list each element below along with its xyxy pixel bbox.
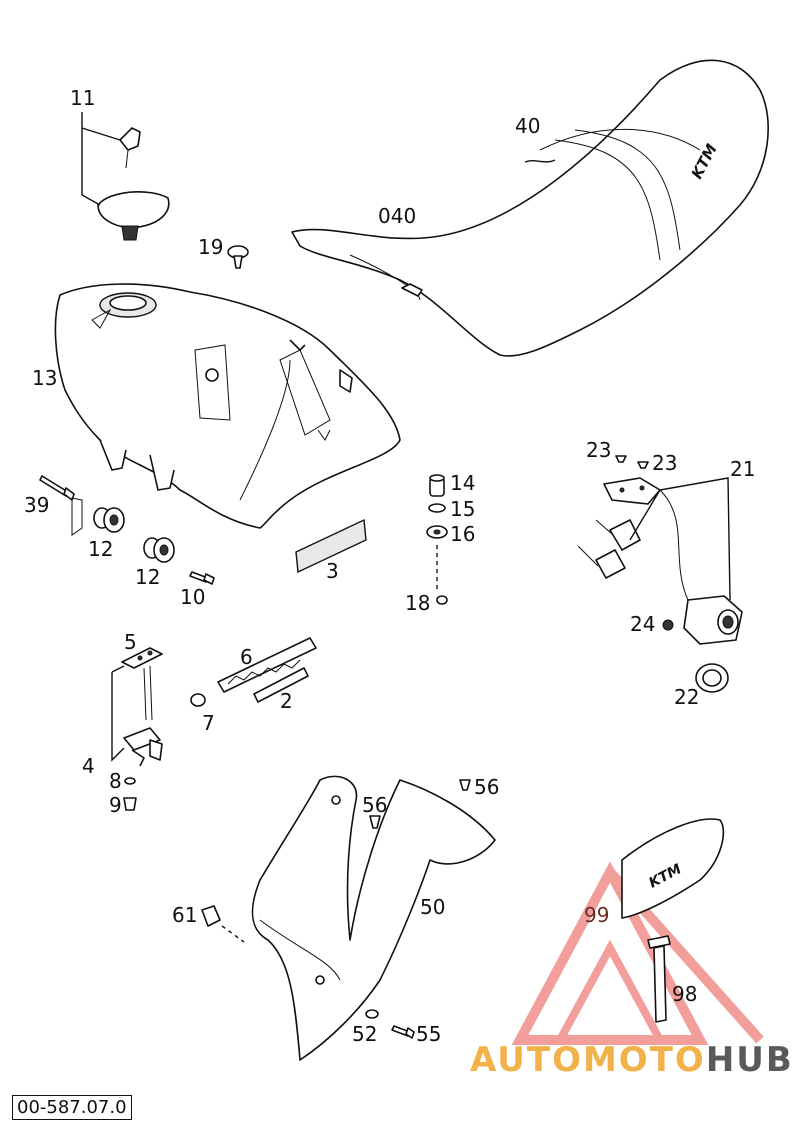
label-39: 39 (24, 493, 49, 517)
label-9: 9 (109, 793, 122, 817)
label-24: 24 (630, 612, 655, 636)
label-5: 5 (124, 630, 137, 654)
label-40: 40 (515, 114, 540, 138)
label-21: 21 (730, 457, 755, 481)
hose-clamp-part-7 (190, 693, 206, 707)
label-6: 6 (240, 645, 253, 669)
fuel-hose-part-6 (217, 637, 317, 693)
bolt-part-39 (39, 475, 83, 536)
label-4: 4 (82, 754, 95, 778)
label-13: 13 (32, 366, 57, 390)
label-22: 22 (674, 685, 699, 709)
label-52: 52 (352, 1022, 377, 1046)
side-cover-part-50 (251, 775, 496, 1061)
screw-part-8 (124, 777, 136, 785)
screw-part-23b (637, 461, 649, 469)
label-10: 10 (180, 585, 205, 609)
label-12b: 12 (135, 565, 160, 589)
label-11: 11 (70, 86, 95, 110)
lock-housing-part-21 (577, 477, 743, 645)
label-7: 7 (202, 711, 215, 735)
fuel-tap-part-5 (121, 647, 163, 721)
washer-part-15 (428, 503, 446, 513)
label-56b: 56 (474, 775, 499, 799)
screw-part-56b (459, 779, 471, 791)
fuel-tank-part-13 (54, 283, 401, 529)
nut-part-24 (662, 619, 674, 631)
watermark-part2: HUB (705, 1040, 794, 1080)
watermark-text: AUTOMOTOHUB (470, 1040, 794, 1080)
fuel-cap-part-11 (97, 127, 170, 241)
label-61: 61 (172, 903, 197, 927)
label-16: 16 (450, 522, 475, 546)
label-15: 15 (450, 497, 475, 521)
nut-part-18 (436, 595, 448, 605)
document-code: 00-587.07.0 (12, 1095, 132, 1120)
label-3: 3 (326, 559, 339, 583)
label-12a: 12 (88, 537, 113, 561)
clip-nut-part-61 (201, 905, 221, 927)
label-23a: 23 (586, 438, 611, 462)
label-98: 98 (672, 982, 697, 1006)
label-56a: 56 (362, 793, 387, 817)
screw-part-56a (369, 815, 381, 829)
spring-part-2 (253, 667, 309, 703)
label-99: 99 (584, 903, 609, 927)
strap-part-98 (647, 935, 671, 1023)
washer-part-52 (365, 1009, 379, 1019)
screw-part-14 (429, 474, 445, 497)
watermark-part1: AUTOMOTO (470, 1040, 706, 1080)
label-19: 19 (198, 235, 223, 259)
label-23b: 23 (652, 451, 677, 475)
rubber-bushing-part-12a (93, 507, 125, 533)
label-14: 14 (450, 471, 475, 495)
decal-part-99: KTM (621, 818, 725, 919)
adhesive-strip-part-3 (295, 518, 367, 574)
label-18: 18 (405, 591, 430, 615)
bolt-part-10 (189, 571, 215, 585)
screw-part-23a (615, 455, 627, 463)
seat-part-40: KTM (291, 59, 769, 357)
label-040: 040 (378, 204, 416, 228)
fuel-tap-part-4 (123, 727, 163, 767)
seal-ring-part-22 (695, 663, 729, 693)
screw-part-9 (123, 797, 137, 811)
bolt-part-19 (227, 245, 249, 269)
screw-part-55 (391, 1025, 415, 1039)
label-50: 50 (420, 895, 445, 919)
label-55: 55 (416, 1022, 441, 1046)
washer-part-16 (426, 525, 448, 539)
label-8: 8 (109, 769, 122, 793)
label-2: 2 (280, 689, 293, 713)
rubber-bushing-part-12b (143, 537, 175, 563)
